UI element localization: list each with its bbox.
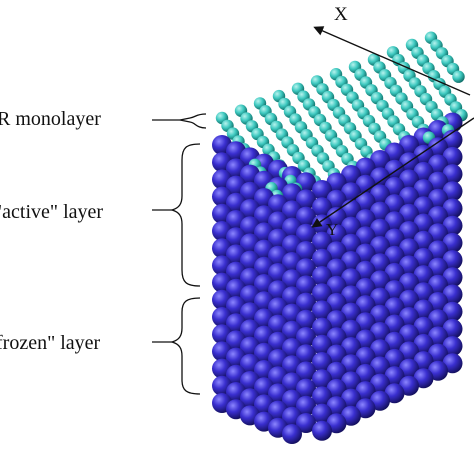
substrate-atom <box>296 292 316 313</box>
substrate-atom <box>312 300 332 321</box>
y-axis-arrow <box>311 117 474 228</box>
substrate-atom <box>312 180 332 200</box>
active-layer-label: "active" layer <box>0 201 104 223</box>
substrate-atom <box>312 197 332 218</box>
substrate-atom <box>296 327 316 347</box>
substrate-atom <box>296 275 316 296</box>
monolayer-brace <box>179 113 207 129</box>
substrate-atom <box>296 223 316 244</box>
active-brace <box>169 143 201 287</box>
substrate-atom <box>296 413 316 433</box>
substrate-atom <box>312 420 332 441</box>
substrate-atom <box>312 231 332 252</box>
substrate-atom <box>296 344 316 365</box>
x-axis-arrow <box>313 26 471 96</box>
atom-slab <box>212 31 468 444</box>
substrate-atom <box>296 258 316 279</box>
substrate-atom <box>296 206 316 227</box>
substrate-atom <box>296 395 316 416</box>
x-axis-label: X <box>334 4 348 25</box>
monolayer-atom <box>452 70 465 83</box>
frozen-brace <box>169 297 201 395</box>
substrate-atom <box>296 309 316 330</box>
y-axis-label: Y <box>326 220 339 239</box>
substrate-atom <box>312 283 332 304</box>
substrate-atom <box>296 361 316 382</box>
substrate-atom <box>312 266 332 286</box>
substrate-atom <box>296 241 316 261</box>
substrate-atom <box>282 424 302 444</box>
substrate-atom <box>312 352 332 372</box>
substrate-atom <box>312 334 332 355</box>
substrate-atom <box>296 378 316 399</box>
monolayer-label: R monolayer <box>0 108 101 130</box>
substrate-atom <box>312 369 332 390</box>
frozen-layer-label: frozen" layer <box>0 332 101 354</box>
substrate-atom <box>312 386 332 407</box>
substrate-atom <box>312 403 332 424</box>
substrate-atom <box>312 317 332 338</box>
substrate-atom <box>296 189 316 210</box>
substrate-atom <box>312 248 332 269</box>
